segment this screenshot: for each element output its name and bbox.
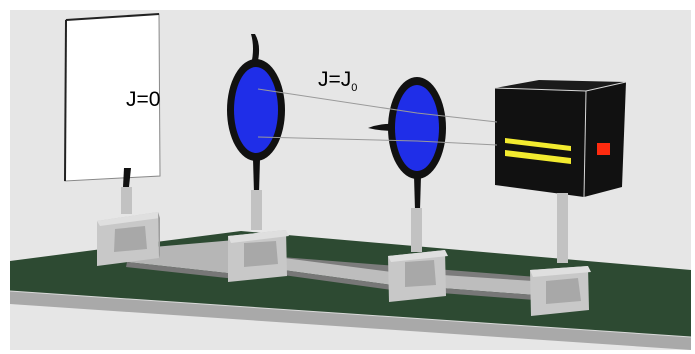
lens-two-post: [411, 208, 422, 252]
source-box-edge-b: [494, 81, 627, 92]
lens-pair-label-prefix: J=J: [318, 68, 352, 91]
lens-two-assembly: [368, 77, 446, 252]
source-indicator: [597, 143, 610, 155]
carrier-source: [530, 266, 591, 316]
screen-assembly: [64, 13, 161, 214]
source-box-edge-a: [583, 90, 587, 198]
source-box-side: [584, 82, 626, 197]
carrier-lens-one-top: [228, 230, 289, 243]
source-post: [557, 193, 568, 263]
rail-bottom-2: [283, 270, 392, 290]
rail-face-2: [283, 258, 392, 285]
beam-lower: [257, 136, 498, 146]
screen-post: [121, 187, 132, 214]
source-assembly: [494, 80, 627, 263]
source-slit-top: [505, 138, 571, 151]
carrier-screen: [97, 212, 160, 266]
carrier-source-top: [530, 266, 591, 277]
lens-pair-label-subscript: 0: [351, 82, 358, 94]
source-box-top: [495, 80, 626, 91]
carrier-source-cut: [546, 278, 581, 304]
screen-stem-knob: [123, 168, 131, 187]
carrier-lens-one-cut: [244, 241, 278, 267]
lens-two-stem-bottom: [414, 176, 421, 210]
lens-one-stem-bottom: [253, 159, 260, 193]
table-edge-line: [9, 290, 692, 338]
carrier-screen-side: [158, 212, 160, 258]
lens-one-glass: [234, 67, 278, 153]
carrier-screen-cut: [114, 226, 147, 252]
carrier-lens-one: [228, 230, 289, 282]
lens-one-assembly: [227, 34, 285, 230]
screen-label: J=0: [126, 88, 161, 111]
rail-face-3: [441, 275, 549, 296]
lens-two-glass: [395, 85, 439, 171]
table-front-edge: [10, 291, 691, 350]
beam-upper: [257, 88, 498, 123]
rail-bottom-1: [126, 262, 236, 279]
carrier-lens-two: [388, 250, 448, 302]
lens-pair-label: J=J0: [318, 69, 357, 94]
lens-one-post: [251, 190, 262, 230]
rail-bottom-3: [441, 288, 548, 301]
carrier-lens-two-top: [388, 250, 448, 262]
carrier-screen-top: [97, 212, 160, 226]
carrier-lens-two-cut: [405, 260, 436, 287]
lens-one-stem-top: [251, 34, 260, 65]
source-slit-bottom: [505, 150, 571, 164]
screen-left-edge: [64, 19, 67, 182]
screen-top-edge: [65, 13, 160, 21]
